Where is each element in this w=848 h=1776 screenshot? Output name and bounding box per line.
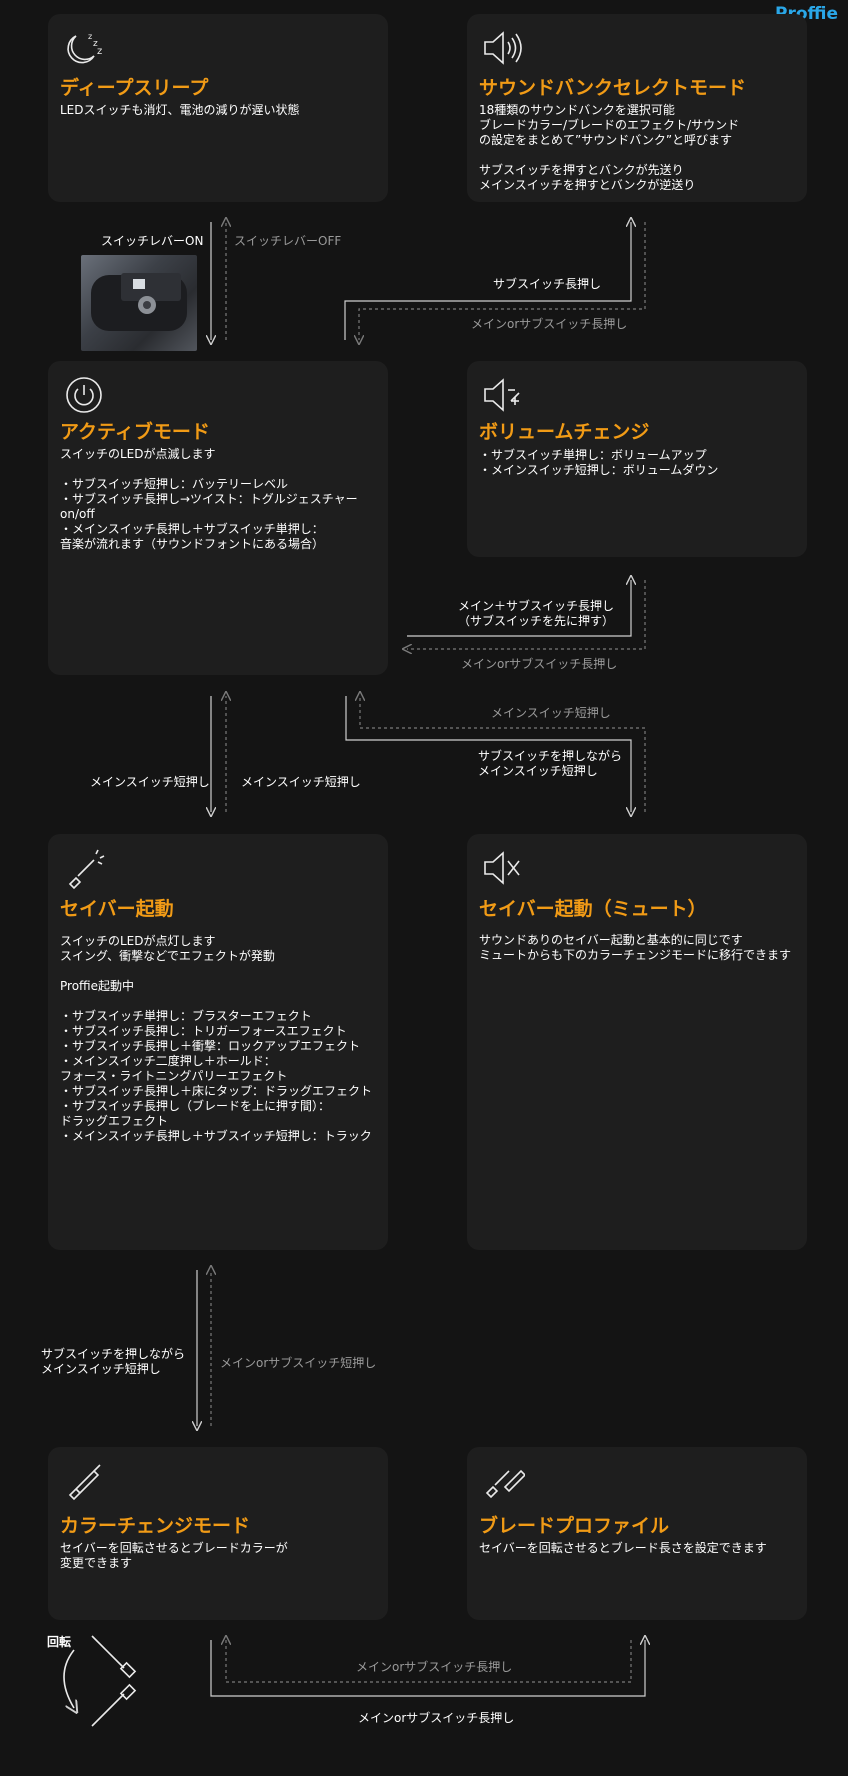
arrow-sound-bank-return [359, 222, 646, 340]
label-main-or-sub-long-2: メインorサブスイッチ長押し [461, 657, 618, 671]
arrow-from-blade-profile [226, 1640, 632, 1683]
speaker-mute-icon [481, 846, 525, 890]
switch-lever-photo [81, 255, 197, 351]
svg-text:z: z [97, 46, 102, 57]
card-title: ボリュームチェンジ [479, 421, 650, 443]
svg-text:z: z [93, 39, 98, 49]
label-sub-long: サブスイッチ長押し [493, 277, 602, 291]
card-title: アクティブモード [60, 421, 210, 443]
label-main-short-up: メインスイッチ短押し [491, 706, 611, 720]
arrow-to-blade-profile [210, 1640, 645, 1697]
rotate-illustration [44, 1630, 144, 1730]
card-volume-change: ボリュームチェンジ ・サブスイッチ単押し：ボリュームアップ ・メインスイッチ短押… [467, 361, 807, 557]
card-desc: LEDスイッチも消灯、電池の減りが遅い状態 [60, 103, 300, 117]
power-icon [62, 373, 106, 417]
card-active-mode: アクティブモード スイッチのLEDが点滅します ・サブスイッチ短押し：バッテリー… [48, 361, 388, 675]
card-desc: スイッチのLEDが点灯します スイング、衝撃などでエフェクトが発動 Proffi… [60, 934, 373, 1143]
label-sub-hold-main-short: サブスイッチを押しながら メインスイッチ短押し [478, 749, 623, 778]
arrow-to-mute [345, 696, 631, 812]
label-bottom-solid: メインorサブスイッチ長押し [358, 1711, 515, 1725]
card-desc: サウンドありのセイバー起動と基本的に同じです ミュートからも下のカラーチェンジモ… [479, 933, 792, 962]
card-desc: スイッチのLEDが点滅します ・サブスイッチ短押し：バッテリーレベル ・サブスイ… [60, 447, 358, 551]
label-main-short-left: メインスイッチ短押し [90, 775, 210, 789]
card-desc: 18種類のサウンドバンクを選択可能 ブレードカラー/ブレードのエフェクト/サウン… [479, 103, 740, 192]
card-color-change: カラーチェンジモード セイバーを回転させるとブレードカラーが 変更できます [48, 1447, 388, 1620]
card-sound-bank: サウンドバンクセレクトモード 18種類のサウンドバンクを選択可能 ブレードカラー… [467, 14, 807, 202]
sleep-zzz-icon: z z z [62, 26, 106, 70]
label-rotate: 回転 [47, 1635, 72, 1649]
label-sub-hold-main-short-2: サブスイッチを押しながら メインスイッチ短押し [41, 1347, 186, 1376]
card-title: ディープスリープ [60, 77, 209, 99]
arrow-main-sub-long [407, 580, 631, 637]
card-title: セイバー起動（ミュート） [479, 898, 707, 920]
card-saber-mute: セイバー起動（ミュート） サウンドありのセイバー起動と基本的に同じです ミュート… [467, 834, 807, 1250]
card-desc: ・サブスイッチ単押し：ボリュームアップ ・メインスイッチ短押し：ボリュームダウン [479, 448, 719, 477]
label-bottom-dashed: メインorサブスイッチ長押し [356, 1660, 513, 1674]
arrow-sub-long [344, 222, 631, 340]
label-main-short-right: メインスイッチ短押し [241, 775, 361, 789]
card-desc: セイバーを回転させるとブレード長さを設定できます [479, 1541, 767, 1555]
card-title: カラーチェンジモード [60, 1515, 251, 1537]
pen-saber-icon [62, 1459, 106, 1503]
card-saber-on: セイバー起動 スイッチのLEDが点灯します スイング、衝撃などでエフェクトが発動… [48, 834, 388, 1250]
card-title: サウンドバンクセレクトモード [479, 77, 746, 99]
card-title: セイバー起動 [60, 898, 174, 920]
card-desc: セイバーを回転させるとブレードカラーが 変更できます [60, 1541, 288, 1570]
card-title: ブレードプロファイル [479, 1515, 670, 1537]
card-deep-sleep: z z z ディープスリープ LEDスイッチも消灯、電池の減りが遅い状態 [48, 14, 388, 202]
label-main-sub-long: メイン＋サブスイッチ長押し （サブスイッチを先に押す） [458, 599, 615, 628]
speaker-sound-icon [481, 26, 525, 70]
label-main-or-sub-long: メインorサブスイッチ長押し [471, 317, 628, 331]
lightsaber-glow-icon [62, 846, 106, 890]
blade-saber-icon [481, 1459, 527, 1503]
label-main-or-sub-short: メインorサブスイッチ短押し [220, 1356, 377, 1370]
label-switch-off: スイッチレバーOFF [234, 234, 342, 248]
arrow-mute-return [360, 696, 646, 812]
speaker-volume-icon [481, 373, 525, 417]
arrow-volume-return [407, 580, 646, 649]
card-blade-profile: ブレードプロファイル セイバーを回転させるとブレード長さを設定できます [467, 1447, 807, 1620]
label-switch-on: スイッチレバーON [101, 234, 204, 248]
svg-text:z: z [88, 32, 92, 41]
